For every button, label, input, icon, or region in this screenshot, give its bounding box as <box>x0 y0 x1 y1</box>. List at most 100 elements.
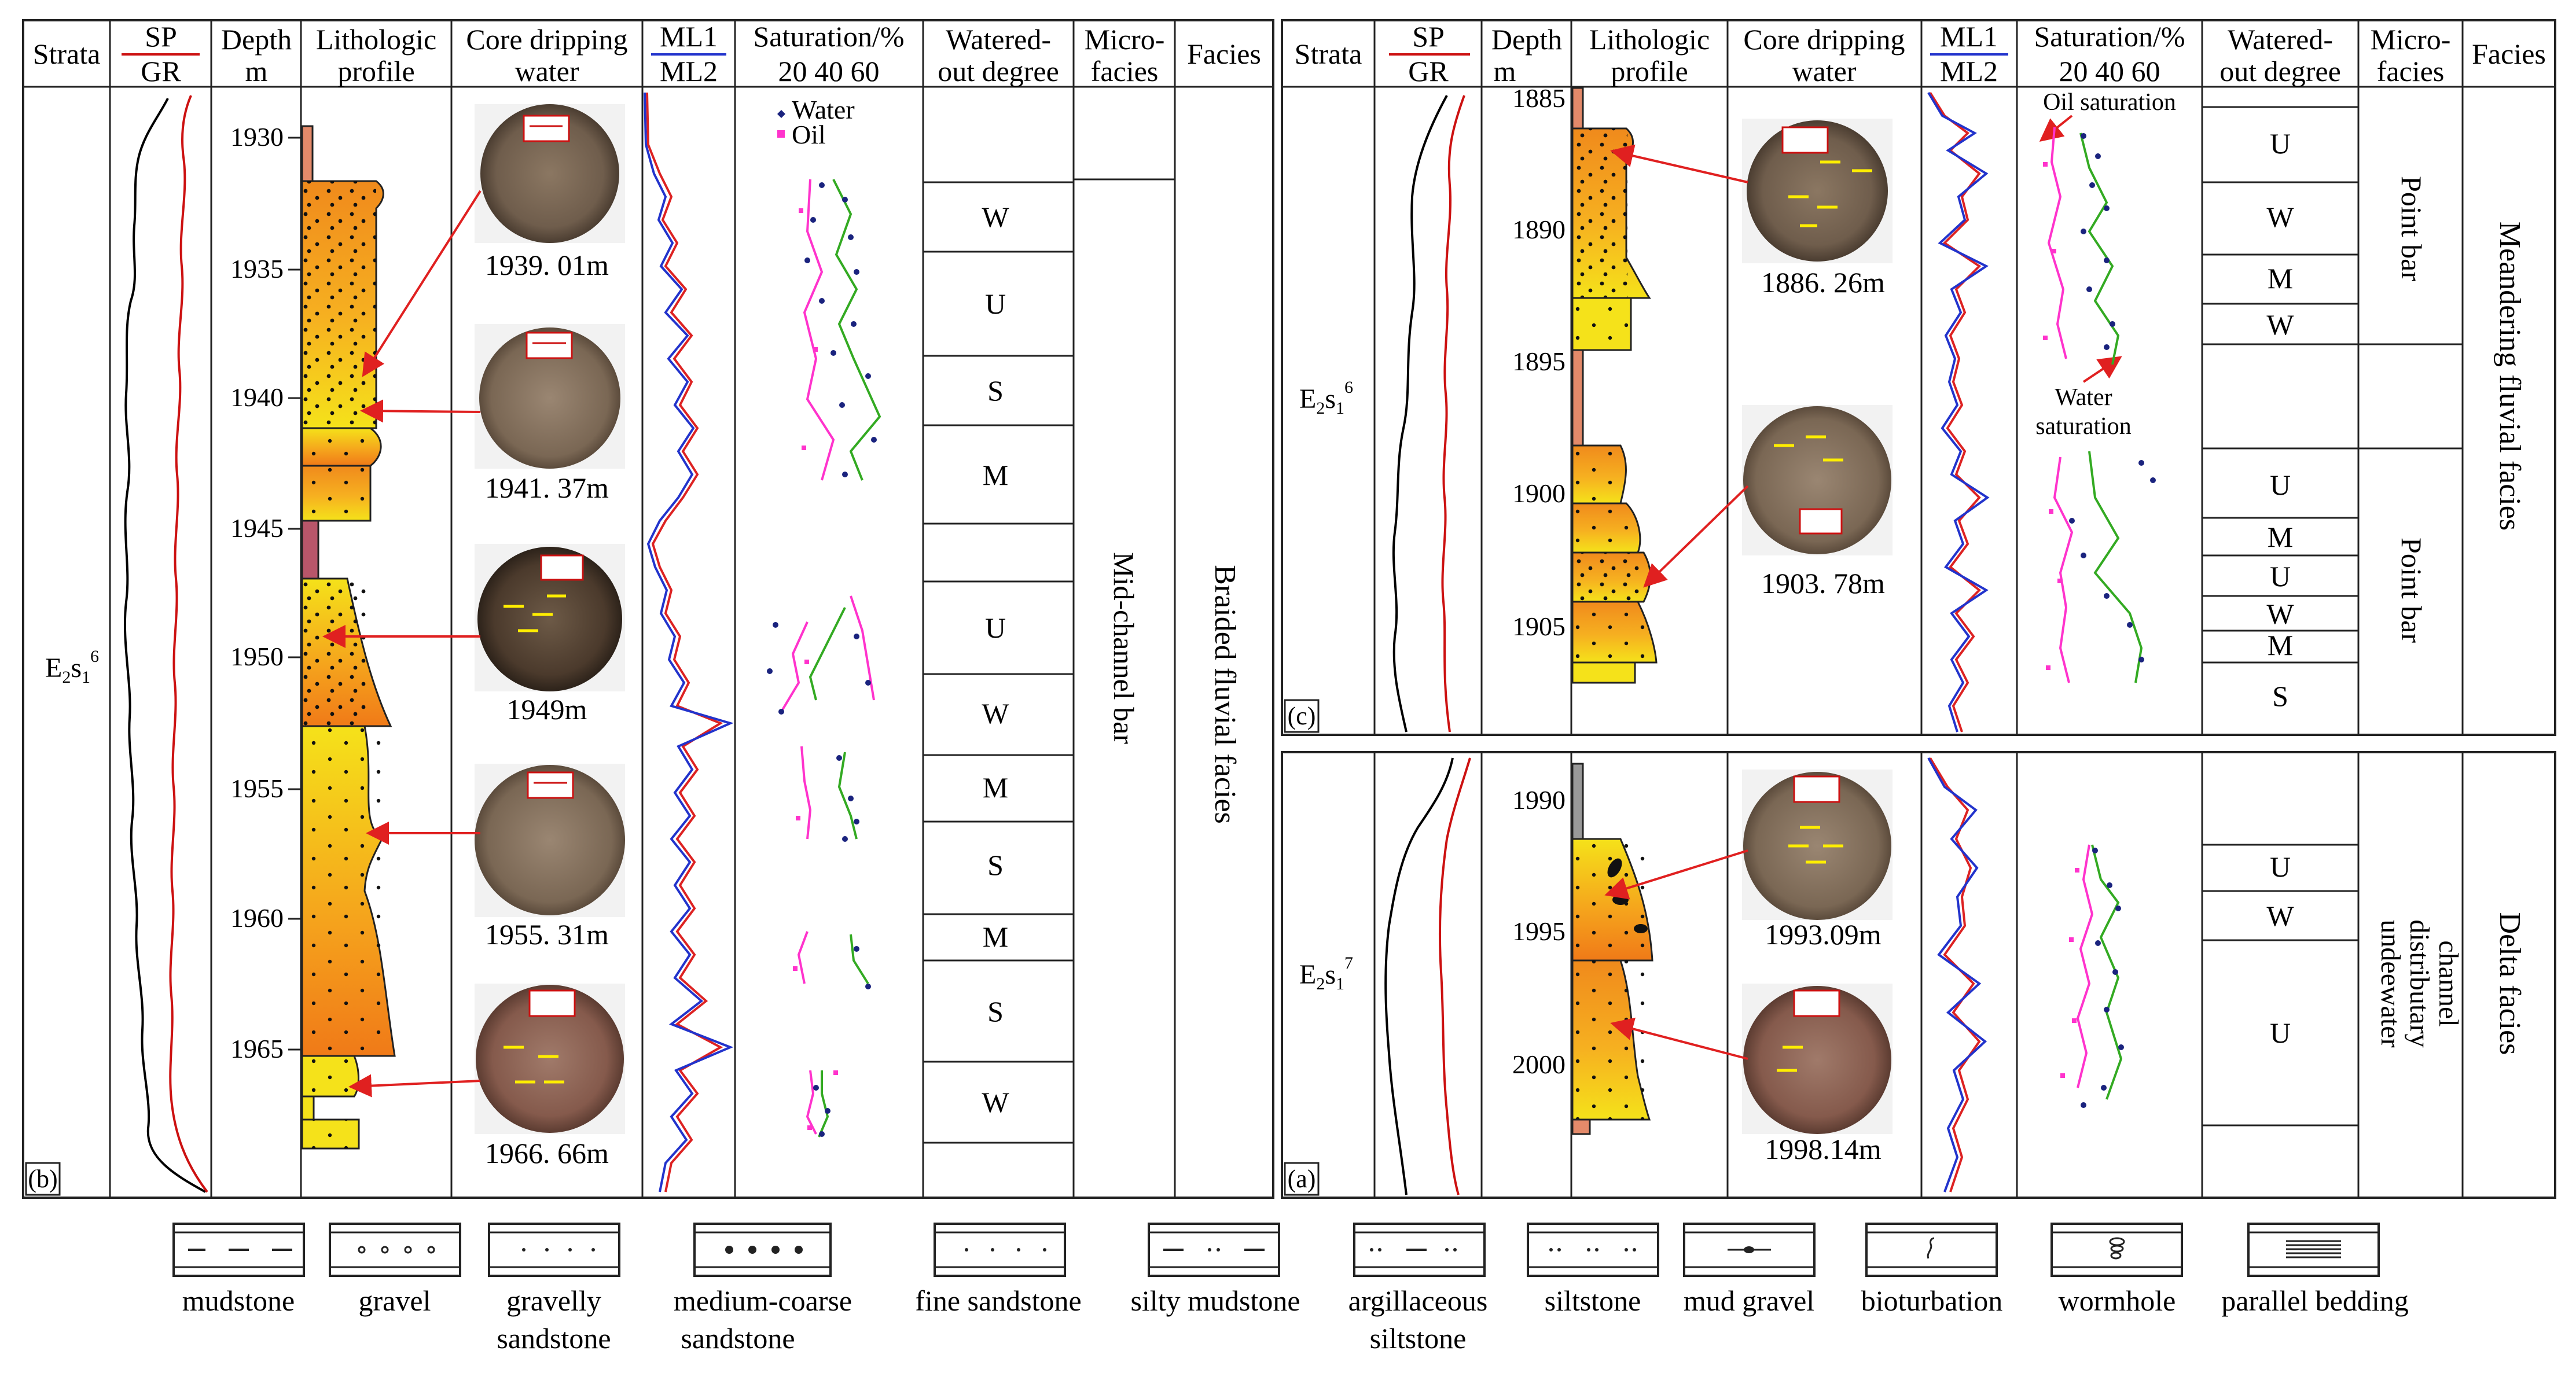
core-arrows-b <box>322 190 482 1098</box>
core-label-b-2: 1941. 37m <box>485 472 609 504</box>
lithologic-profile-c <box>1571 87 1658 684</box>
legend-silty-mudstone: silty mudstone <box>1130 1223 1300 1317</box>
svg-text:1900: 1900 <box>1512 478 1566 508</box>
svg-text:mudstone: mudstone <box>182 1284 295 1317</box>
ml1-curve-c <box>1927 91 1990 732</box>
header-litho-1: Lithologic <box>316 23 436 56</box>
header-core-2: water <box>515 55 579 87</box>
saturation-plot-c <box>2047 127 2143 683</box>
header-ml2-c: ML2 <box>1940 55 1998 87</box>
header-watered-1-c: Watered- <box>2228 23 2333 56</box>
ml2-curve-c <box>1929 91 1982 732</box>
header-depth-unit-c: m <box>1494 55 1516 87</box>
svg-text:Oil: Oil <box>792 120 826 149</box>
legend-siltstone: siltstone <box>1527 1223 1659 1317</box>
svg-text:U: U <box>2270 1017 2291 1049</box>
core-photo-b-4 <box>475 764 625 917</box>
sp-curve-a <box>1384 757 1454 1195</box>
microfacies-b: Mid-channel bar <box>1108 552 1140 744</box>
watered-labels-c: U W M W U M U W M S <box>2266 127 2294 712</box>
core-photo-c-1 <box>1742 119 1893 263</box>
gr-curve-a <box>1439 757 1471 1195</box>
svg-text:1895: 1895 <box>1512 347 1566 376</box>
header-micro-1-c: Micro- <box>2371 23 2451 56</box>
svg-text:U: U <box>985 612 1006 644</box>
facies-c: Meandering fluvial facies <box>2493 222 2526 531</box>
watered-grid-a <box>2202 844 2358 1127</box>
svg-text:1945: 1945 <box>230 513 284 543</box>
header-sat-ticks: 20 40 60 <box>778 55 880 87</box>
facies-b: Braided fluvial facies <box>1208 565 1241 824</box>
legend-argillaceous-siltstone: argillaceous siltstone <box>1348 1223 1487 1354</box>
svg-text:E2s16: E2s16 <box>1299 378 1353 418</box>
depth-scale-c: 1885 1890 1895 1900 1905 <box>1512 83 1566 641</box>
svg-text:gravelly: gravelly <box>506 1284 601 1317</box>
svg-text:1965: 1965 <box>230 1034 284 1063</box>
svg-text:wormhole: wormhole <box>2059 1284 2176 1317</box>
svg-text:1935: 1935 <box>230 254 284 284</box>
sp-curve-b <box>123 98 206 1193</box>
annot-water-saturation-2: saturation <box>2035 413 2132 440</box>
depth-scale-b: 1930 1935 1940 1945 1950 1955 1960 1965 <box>230 122 301 1063</box>
saturation-plot-a <box>2076 844 2123 1100</box>
ml2-curve-a <box>1929 757 1981 1192</box>
header-gr: GR <box>141 55 181 87</box>
svg-text:E2s17: E2s17 <box>1299 954 1353 993</box>
panel-b: Strata SP GR Depth m Lithologic profile … <box>22 19 1274 1199</box>
saturation-points-a <box>2081 848 2124 1108</box>
microfacies-c-1: Point bar <box>2395 176 2428 281</box>
header-sat-ticks-c: 20 40 60 <box>2059 55 2160 87</box>
annot-oil-saturation: Oil saturation <box>2043 89 2176 116</box>
svg-text:Water: Water <box>792 95 855 124</box>
header-core-1-c: Core dripping <box>1743 23 1905 56</box>
legend-fine-sandstone: fine sandstone <box>915 1223 1082 1317</box>
header-watered-2: out degree <box>938 55 1059 87</box>
core-label-c-2: 1903. 78m <box>1761 567 1885 599</box>
sp-curve-c <box>1392 95 1448 732</box>
microfacies-a-3: channel <box>2433 940 2464 1026</box>
svg-text:parallel bedding: parallel bedding <box>2221 1284 2409 1317</box>
saturation-legend-b: Water Oil <box>777 95 855 149</box>
watered-grid-b <box>923 178 1175 1144</box>
svg-text:1960: 1960 <box>230 903 284 933</box>
svg-text:U: U <box>2270 560 2291 592</box>
svg-text:M: M <box>983 459 1008 491</box>
saturation-plot-b <box>780 179 881 1138</box>
svg-text:W: W <box>2266 598 2294 630</box>
header-core-1: Core dripping <box>466 23 627 56</box>
legend-bioturbation: bioturbation <box>1861 1223 2002 1317</box>
svg-text:M: M <box>2268 629 2293 661</box>
header-sp: SP <box>145 20 177 53</box>
svg-text:S: S <box>987 849 1004 881</box>
header-strata-c: Strata <box>1295 38 1362 70</box>
svg-text:W: W <box>2266 308 2294 341</box>
header-depth-c: Depth <box>1491 23 1562 56</box>
header-core-2-c: water <box>1792 55 1856 87</box>
microfacies-a-2: distributary <box>2404 919 2435 1047</box>
strata-label-c: E2s16 <box>1299 378 1353 418</box>
legend-medium-coarse-sandstone: medium-coarse sandstone <box>674 1223 852 1354</box>
header-micro-2: facies <box>1091 55 1159 87</box>
legend-mud-gravel: mud gravel <box>1683 1223 1816 1317</box>
core-label-a-2: 1998.14m <box>1765 1133 1882 1165</box>
svg-text:1940: 1940 <box>230 382 284 412</box>
svg-text:1955: 1955 <box>230 774 284 803</box>
svg-text:siltstone: siltstone <box>1545 1284 1641 1317</box>
ml2-curve-b <box>646 92 723 1192</box>
lithologic-profile-a <box>1571 763 1653 1135</box>
svg-text:M: M <box>983 771 1008 804</box>
saturation-points-c <box>2069 133 2156 662</box>
watered-labels-a: U W U <box>2266 851 2294 1049</box>
lithology-legend: mudstone gravel gravelly sandstone mediu… <box>172 1223 2409 1354</box>
svg-text:medium-coarse: medium-coarse <box>674 1284 852 1317</box>
saturation-oil-points-c <box>2043 162 2062 670</box>
panel-label-c: (c) <box>1288 702 1316 730</box>
svg-text:gravel: gravel <box>359 1284 431 1317</box>
legend-mudstone: mudstone <box>172 1223 305 1317</box>
legend-parallel-bedding: parallel bedding <box>2221 1223 2409 1317</box>
svg-text:U: U <box>985 288 1006 320</box>
header-facies-c: Facies <box>2472 38 2546 70</box>
header-ml2: ML2 <box>660 55 718 87</box>
svg-text:U: U <box>2270 851 2291 883</box>
panel-label-a: (a) <box>1288 1165 1316 1193</box>
